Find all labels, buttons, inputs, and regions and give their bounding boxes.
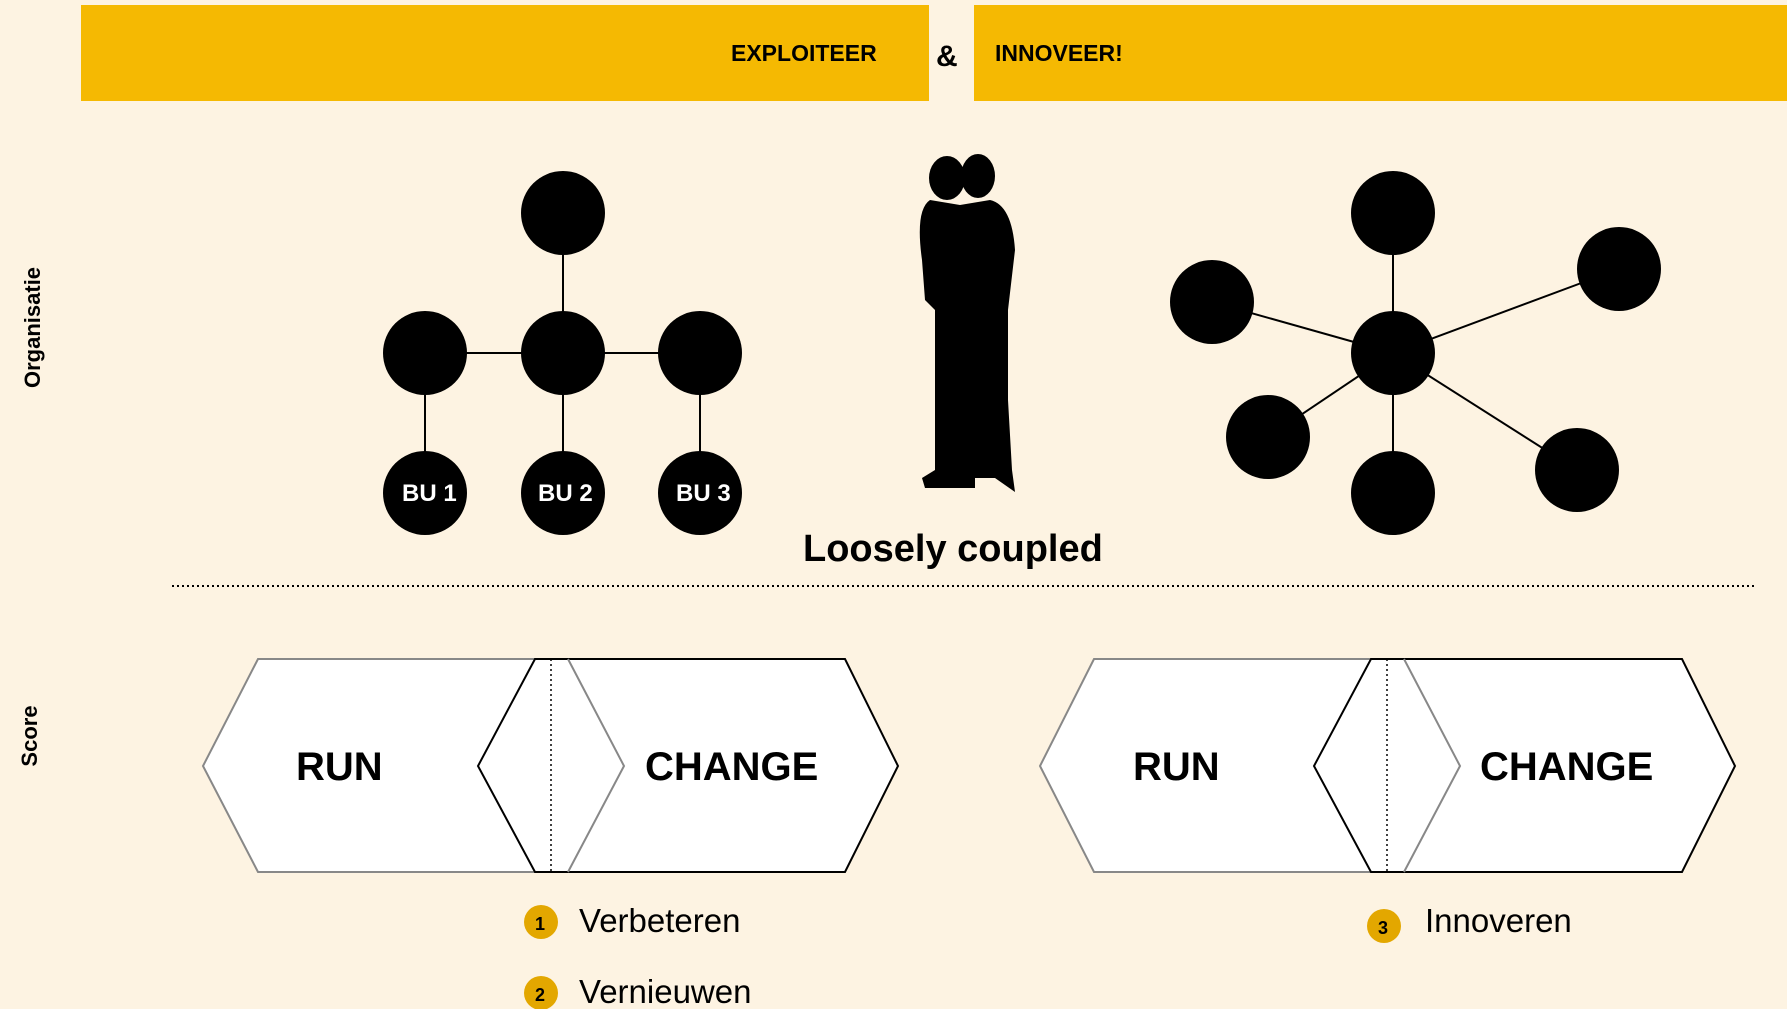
network-node-bottom [1351,451,1435,535]
change-shape-left [476,658,900,873]
hierarchy-node-top [521,171,605,255]
score-diagram-left: RUN CHANGE [201,658,900,873]
network-node-bottom-left [1226,395,1310,479]
legend-item-1: 1 Verbeteren [524,902,740,939]
legend-item-2: 2 Vernieuwen [524,973,751,1009]
legend-badge-1 [524,905,558,939]
people-silhouette-icon [919,154,1015,492]
legend-label-3: Innoveren [1425,902,1572,939]
hierarchy-node-center [521,311,605,395]
bu-node-2 [521,451,605,535]
bu-label-1: BU 1 [402,480,457,507]
legend-item-3: 3 Innoveren [1367,902,1572,943]
bu-node-3 [658,451,742,535]
legend-badge-2 [524,976,558,1009]
change-label-left: CHANGE [645,745,818,789]
network-node-top [1351,171,1435,255]
run-label-right: RUN [1133,745,1220,789]
hierarchy-node-left [383,311,467,395]
header-exploiteer: EXPLOITEER [731,40,877,66]
network-node-right [1577,227,1661,311]
bu-node-1 [383,451,467,535]
header-innoveer: INNOVEER! [995,40,1123,66]
change-label-right: CHANGE [1480,745,1653,789]
header-bar-left [81,5,929,101]
change-shape-right [1312,658,1737,873]
run-label-left: RUN [296,745,383,789]
legend-badge-2-num: 2 [535,985,545,1005]
network-node-bottom-right [1535,428,1619,512]
network-node-center [1351,311,1435,395]
network-node-left [1170,260,1254,344]
run-tip-right [1403,658,1462,873]
legend-badge-1-num: 1 [535,914,545,934]
legend-label-2: Vernieuwen [579,973,751,1009]
header-bar-right [974,5,1787,101]
legend-badge-3 [1367,909,1401,943]
legend-badge-3-num: 3 [1378,918,1388,938]
bu-label-2: BU 2 [538,480,593,507]
hierarchy-node-right [658,311,742,395]
run-tip-left [567,658,626,873]
bu-label-3: BU 3 [676,480,731,507]
header-ampersand: & [936,40,958,73]
score-diagram-right: RUN CHANGE [1038,658,1737,873]
loosely-coupled-caption: Loosely coupled [803,528,1103,570]
legend-label-1: Verbeteren [579,902,740,939]
